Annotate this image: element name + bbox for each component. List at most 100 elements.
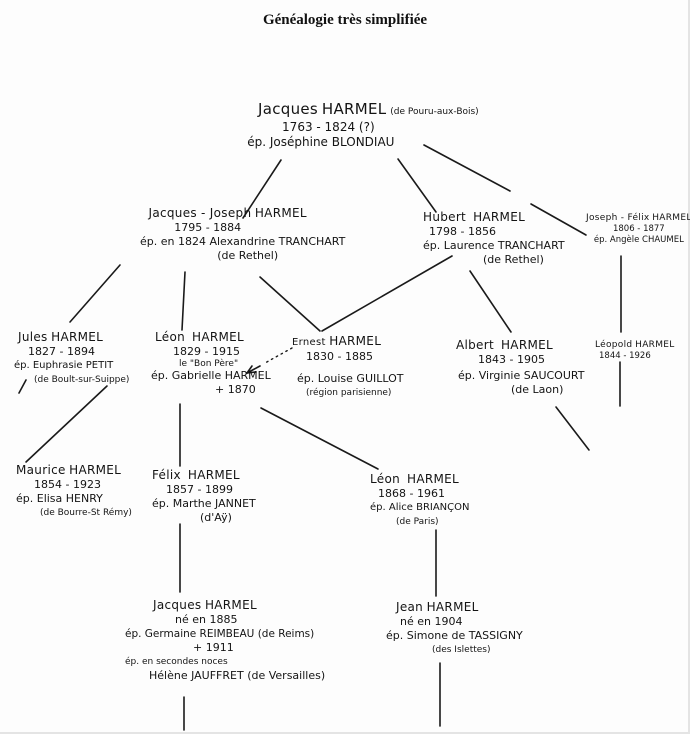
surname: HARMEL bbox=[426, 600, 479, 614]
given-name: Jean bbox=[396, 600, 424, 614]
spouse: ép. Germaine REIMBEAU (de Reims) bbox=[125, 628, 315, 640]
person-leon-1829: Léon HARMEL 1829 - 1915 le "Bon Père" ép… bbox=[151, 330, 271, 397]
life-dates: 1763 - 1824 (?) bbox=[282, 120, 375, 134]
given-name: Jacques bbox=[153, 598, 202, 612]
link-jules-maurice bbox=[25, 385, 108, 463]
spouse: ép. Alice BRIANÇON bbox=[370, 502, 470, 513]
nickname: le "Bon Père" bbox=[179, 359, 239, 369]
arrowhead-b bbox=[246, 365, 253, 374]
surname: HARMEL bbox=[69, 463, 122, 477]
given-name: Albert bbox=[456, 338, 494, 352]
spouse-origin: (de Rethel) bbox=[483, 253, 544, 266]
spouse-death: + 1870 bbox=[215, 383, 256, 396]
life-dates: 1843 - 1905 bbox=[478, 353, 545, 366]
given-name: Léon bbox=[155, 330, 186, 344]
surname: HARMEL bbox=[500, 338, 553, 352]
life-dates: 1868 - 1961 bbox=[378, 487, 445, 500]
given-name: Jules bbox=[18, 330, 48, 344]
origin: (de Pouru-aux-Bois) bbox=[390, 107, 479, 117]
link-hubert-ernest bbox=[321, 255, 453, 332]
given-name: Léopold bbox=[595, 340, 633, 350]
person-hubert: Hubert HARMEL 1798 - 1856 ép. Laurence T… bbox=[423, 210, 565, 267]
person-jean: Jean HARMEL né en 1904 ép. Simone de TAS… bbox=[386, 600, 523, 657]
link-jacquesjoseph-jules bbox=[69, 264, 121, 323]
spouse-origin: (des Islettes) bbox=[432, 645, 491, 655]
link-ernest-gabrielle-arrow bbox=[246, 365, 261, 374]
person-ernest: Ernest HARMEL 1830 - 1885 ép. Louise GUI… bbox=[292, 334, 404, 400]
spouse: ép. Simone de TASSIGNY bbox=[386, 629, 523, 642]
person-leopold: Léopold HARMEL 1844 - 1926 bbox=[595, 340, 675, 362]
surname: HARMEL bbox=[192, 330, 245, 344]
person-jacques-1763: Jacques HARMEL (de Pouru-aux-Bois) 1763 … bbox=[247, 100, 479, 150]
given-name: Jacques - Joseph bbox=[148, 206, 252, 220]
link-jacques1763-hubert bbox=[397, 158, 437, 213]
spouse-origin: (région parisienne) bbox=[306, 388, 392, 398]
given-name: Hubert bbox=[423, 210, 467, 224]
spouse-origin: (de Paris) bbox=[396, 517, 439, 527]
person-maurice: Maurice HARMEL 1854 - 1923 ép. Elisa HEN… bbox=[16, 463, 132, 520]
link-jacques1763-josephfelix-a bbox=[423, 144, 511, 192]
given-name: Jacques bbox=[258, 100, 319, 118]
link-jules-stub bbox=[18, 379, 27, 394]
surname: HARMEL bbox=[635, 340, 675, 350]
life-dates: 1795 - 1884 bbox=[174, 221, 242, 234]
life-dates: né en 1885 bbox=[175, 613, 238, 626]
person-albert: Albert HARMEL 1843 - 1905 ép. Virginie S… bbox=[456, 338, 584, 397]
surname: HARMEL bbox=[407, 472, 460, 486]
surname: HARMEL bbox=[329, 334, 382, 348]
given-name: Joseph - Félix bbox=[586, 213, 650, 223]
link-albert-descendants bbox=[555, 406, 590, 451]
spouse-origin: (de Boult-sur-Suippe) bbox=[34, 375, 130, 385]
spouse: ép. Angèle CHAUMEL bbox=[593, 235, 684, 245]
link-hubert-albert bbox=[469, 270, 512, 333]
spouse: ép. en 1824 Alexandrine TRANCHART bbox=[140, 235, 346, 248]
life-dates: 1830 - 1885 bbox=[306, 350, 373, 363]
person-felix: Félix HARMEL 1857 - 1899 ép. Marthe JANN… bbox=[152, 468, 256, 525]
life-dates: 1854 - 1923 bbox=[34, 478, 101, 491]
spouse-origin: (de Laon) bbox=[511, 383, 564, 396]
spouse: ép. Euphrasie PETIT bbox=[14, 360, 114, 371]
link-jacquesjoseph-ernest bbox=[259, 276, 321, 332]
person-joseph-felix: Joseph - Félix HARMEL 1806 - 1877 ép. An… bbox=[586, 213, 690, 246]
given-name: Léon bbox=[370, 472, 401, 486]
surname: HARMEL bbox=[254, 206, 307, 220]
link-jacques1763-jacquesjoseph bbox=[242, 159, 282, 219]
spouse: ép. Virginie SAUCOURT bbox=[458, 369, 585, 382]
person-jacques-joseph: Jacques - Joseph HARMEL 1795 - 1884 ép. … bbox=[110, 206, 345, 263]
given-name: Maurice bbox=[16, 463, 66, 477]
spouse: ép. Laurence TRANCHART bbox=[423, 239, 565, 252]
spouse: ép. Elisa HENRY bbox=[16, 492, 103, 505]
spouse: ép. Louise GUILLOT bbox=[297, 372, 404, 385]
surname: HARMEL bbox=[473, 210, 526, 224]
life-dates: 1829 - 1915 bbox=[173, 345, 240, 358]
second-marriage: ép. en secondes noces bbox=[125, 657, 228, 667]
link-leon1829-leon1868 bbox=[260, 407, 379, 470]
life-dates: 1844 - 1926 bbox=[599, 351, 651, 361]
surname: HARMEL bbox=[652, 213, 690, 223]
spouse-death: + 1911 bbox=[193, 641, 234, 654]
surname: HARMEL bbox=[187, 468, 240, 482]
person-jules: Jules HARMEL 1827 - 1894 ép. Euphrasie P… bbox=[14, 330, 130, 387]
life-dates: 1857 - 1899 bbox=[166, 483, 233, 496]
surname: HARMEL bbox=[51, 330, 104, 344]
person-jacques-1885: Jacques HARMEL né en 1885 ép. Germaine R… bbox=[125, 598, 325, 683]
surname: HARMEL bbox=[321, 100, 387, 118]
spouse2: Hélène JAUFFRET (de Versailles) bbox=[149, 669, 326, 682]
spouse-origin: (d'Aÿ) bbox=[200, 511, 232, 524]
link-ernest-gabrielle-dotted bbox=[264, 347, 293, 364]
arrowhead-a bbox=[246, 371, 257, 374]
spouse: ép. Gabrielle HARMEL bbox=[151, 369, 271, 382]
given-name: Ernest bbox=[292, 337, 326, 348]
life-dates: 1798 - 1856 bbox=[429, 225, 496, 238]
spouse: ép. Joséphine BLONDIAU bbox=[247, 135, 395, 149]
page-title: Généalogie très simplifiée bbox=[262, 12, 428, 28]
given-name: Félix bbox=[152, 468, 181, 482]
person-leon-1868: Léon HARMEL 1868 - 1961 ép. Alice BRIANÇ… bbox=[370, 472, 470, 529]
spouse: ép. Marthe JANNET bbox=[152, 497, 256, 510]
link-jacquesjoseph-leon1829 bbox=[181, 271, 186, 331]
surname: HARMEL bbox=[204, 598, 257, 612]
person-name-line: Jacques HARMEL (de Pouru-aux-Bois) bbox=[258, 100, 479, 120]
life-dates: 1827 - 1894 bbox=[28, 345, 95, 358]
